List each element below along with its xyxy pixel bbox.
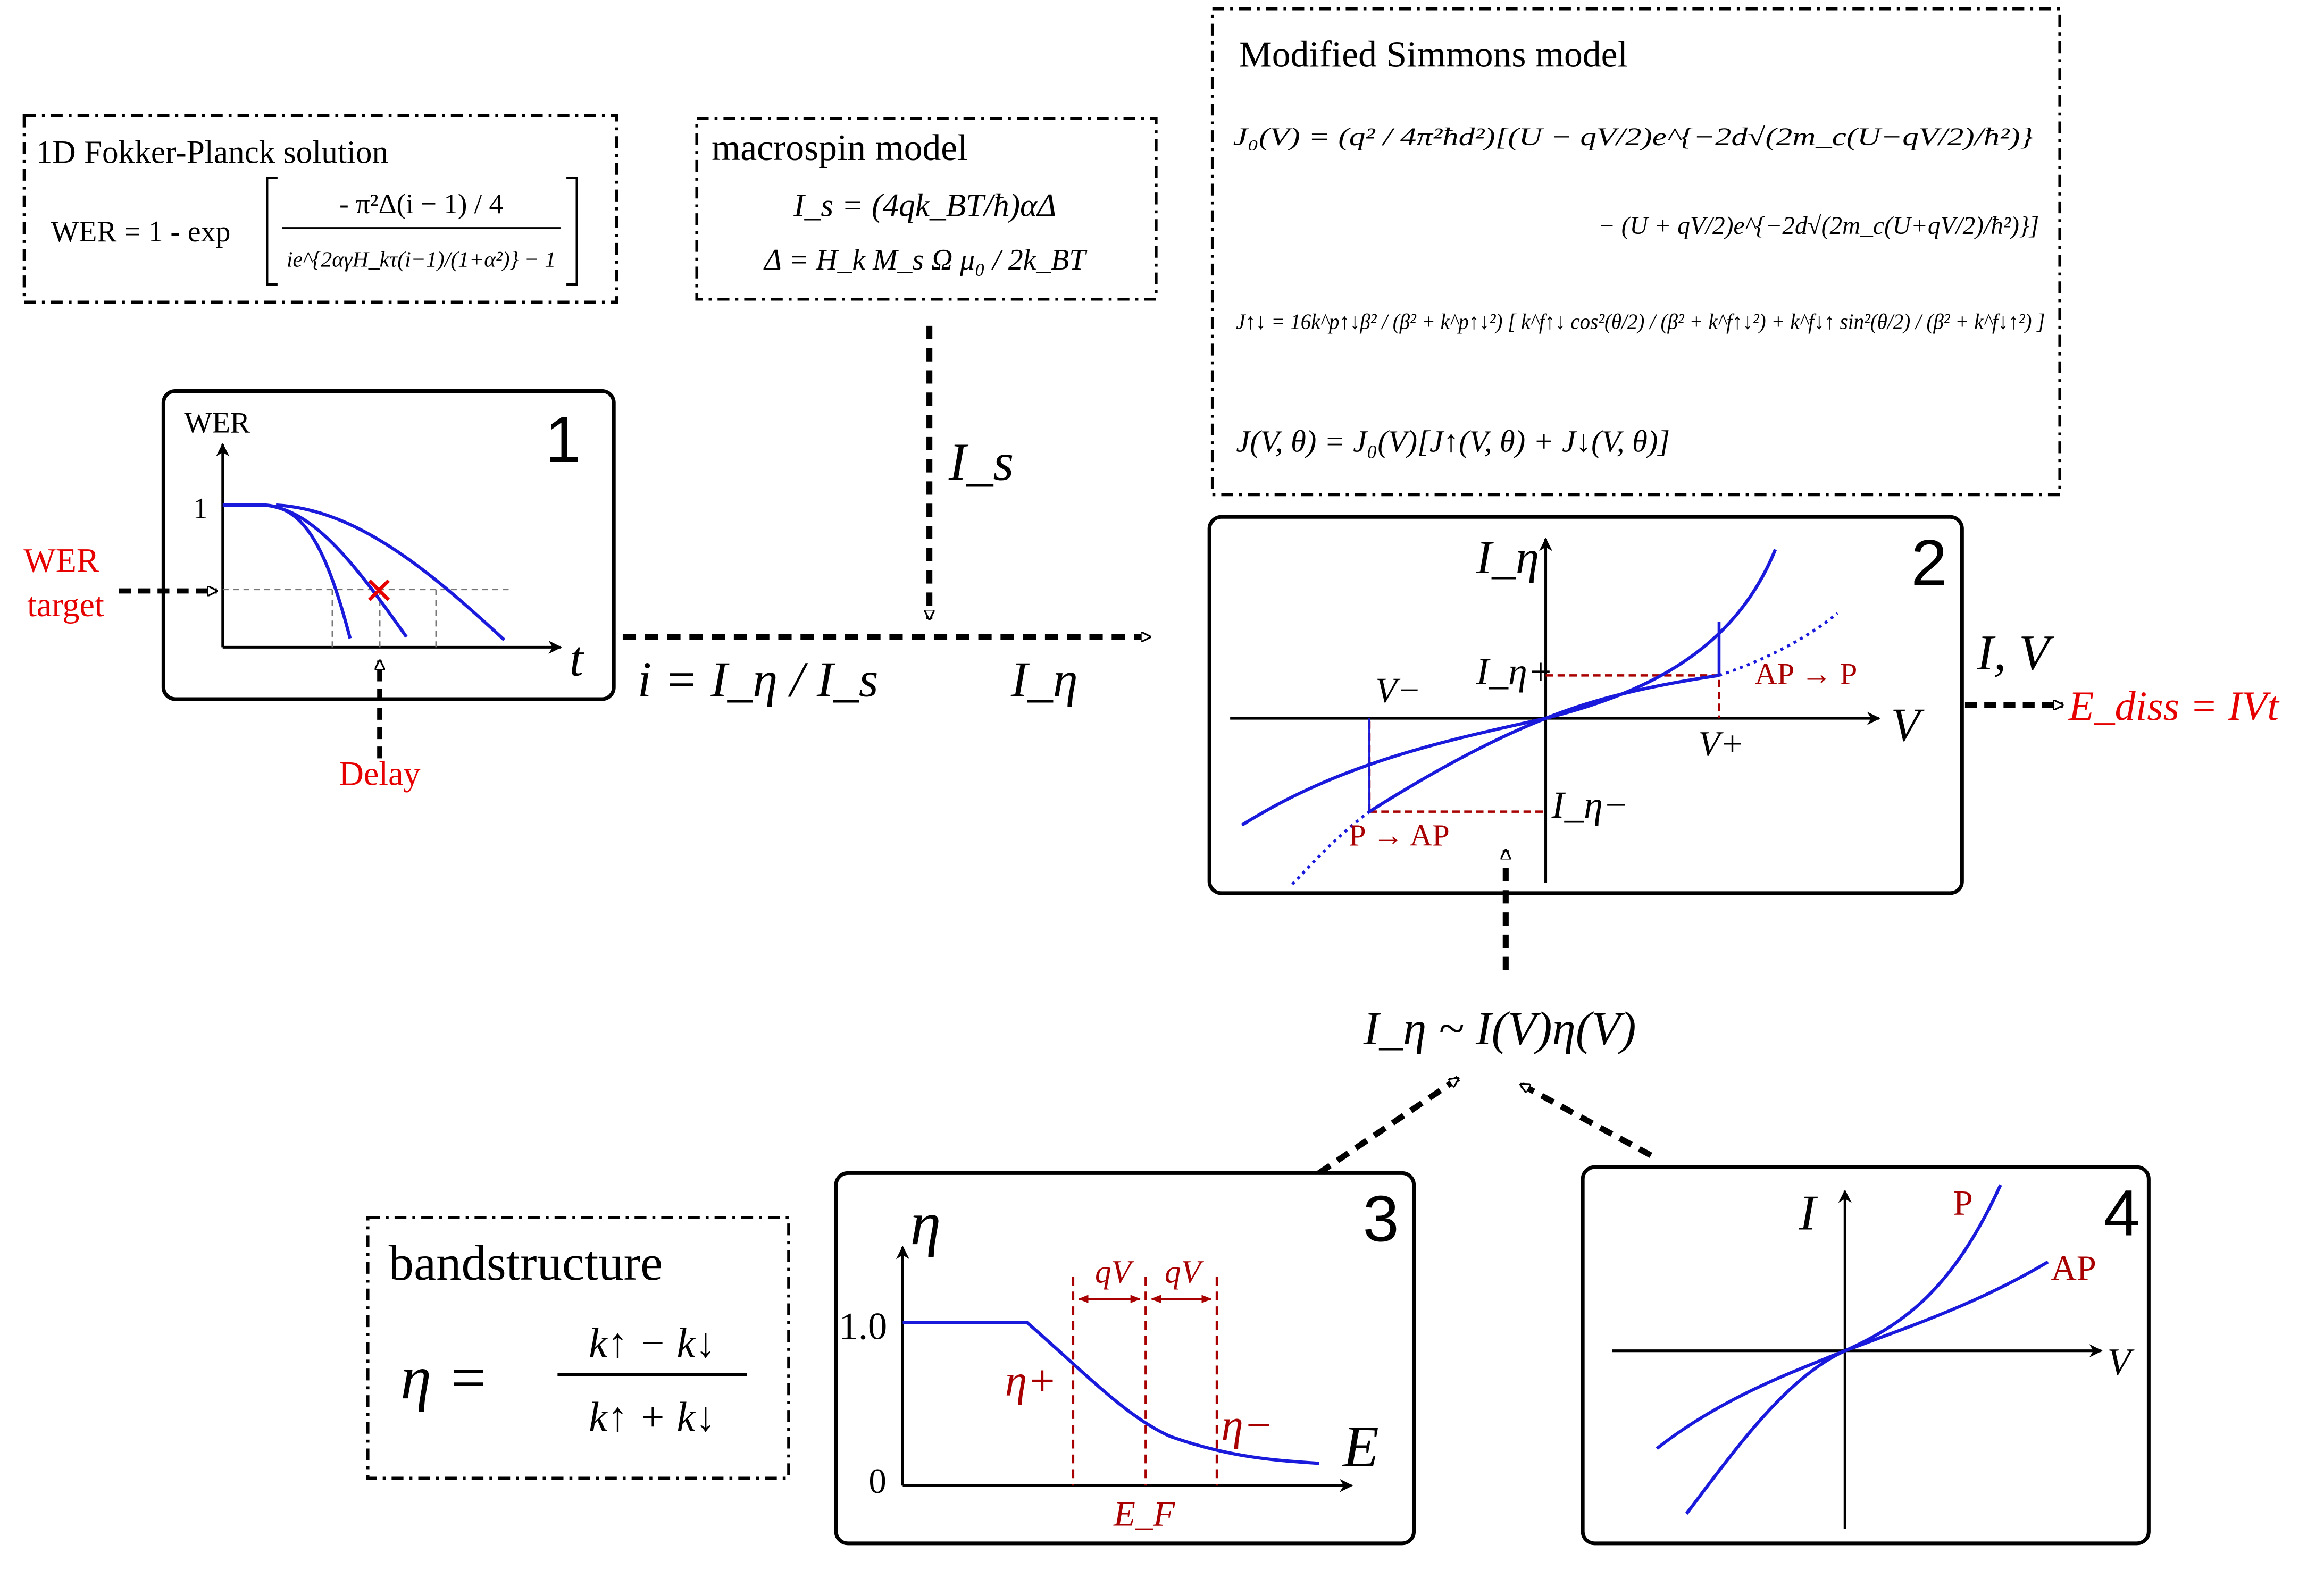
panel-3: 3 η E 1.0 0 qV qV η+ η− E_F — [834, 1171, 1416, 1546]
panel-1-x-label: t — [570, 631, 585, 686]
eta-minus-label: η− — [1221, 1401, 1273, 1450]
macrospin-delta-equation: Δ = H_k M_s Ω μ₀ / 2k_BT — [763, 244, 1088, 276]
macrospin-title: macrospin model — [712, 128, 967, 169]
i-eta-relation: I_η ~ I(V)η(V) — [1363, 1003, 1636, 1055]
wer-target-cross — [368, 579, 390, 601]
qv-label-2: qV — [1165, 1254, 1205, 1290]
i-ratio-label: i = I_η / I_s — [638, 652, 879, 707]
panel-3-number: 3 — [1363, 1182, 1399, 1255]
ap-to-p-label: AP → P — [1754, 657, 1857, 691]
bandstructure-denominator: k↑ + k↓ — [589, 1393, 716, 1440]
panel-3-tick-one: 1.0 — [839, 1304, 888, 1347]
fermi-energy-label: E_F — [1113, 1494, 1175, 1533]
is-label: I_s — [948, 433, 1014, 492]
polarization-curve — [902, 1321, 1319, 1465]
macrospin-is-equation: I_s = (4qk_BT/ħ)αΔ — [793, 188, 1056, 224]
delay-label: Delay — [339, 755, 421, 793]
p-to-ap-label: P → AP — [1349, 818, 1450, 853]
panel4-to-relation-arrow — [1520, 1081, 1652, 1158]
macrospin-box: macrospin model I_s = (4qk_BT/ħ)αΔ Δ = H… — [695, 117, 1158, 301]
i-eta-minus-label: I_η− — [1551, 783, 1629, 826]
qv-label-1: qV — [1095, 1254, 1135, 1290]
wer-numerator: - π²Δ(i − 1) / 4 — [339, 189, 503, 220]
panel-4-number: 4 — [2103, 1176, 2139, 1249]
panel-2-y-label: I_η — [1476, 532, 1539, 584]
panel-3-x-label: E — [1342, 1414, 1379, 1480]
bandstructure-box: bandstructure η = k↑ − k↓ k↑ + k↓ — [366, 1216, 790, 1480]
i-eta-label: I_η — [1010, 652, 1078, 707]
wer-target-label: WER target — [23, 541, 107, 624]
ap-curve-label: AP — [2051, 1248, 2096, 1288]
eta-plus-label: η+ — [1005, 1356, 1057, 1405]
panel-2-number: 2 — [1911, 526, 1947, 599]
panel3-to-relation-arrow — [1317, 1076, 1458, 1176]
v-minus-label: V− — [1375, 670, 1421, 710]
panel-4: 4 I V P AP — [1581, 1165, 2151, 1546]
ap-state-extension — [1291, 612, 1839, 886]
i-eta-plus-label: I_η+ — [1476, 650, 1553, 693]
fokker-planck-box: 1D Fokker-Planck solution WER = 1 - exp … — [22, 114, 618, 304]
panel-2: 2 I_η V I_η+ I_η− V− V+ AP → P P → AP — [1207, 515, 1964, 895]
panel-1: 1 WER t 1 — [161, 389, 616, 701]
panel-1-y-label: WER — [184, 406, 250, 439]
wer-curve-2 — [264, 503, 408, 638]
p-curve-label: P — [1953, 1183, 1973, 1222]
bandstructure-title: bandstructure — [389, 1236, 663, 1291]
simmons-jtotal-equation: J(V, θ) = J₀(V)[J↑(V, θ) + J↓(V, θ)] — [1236, 424, 1670, 459]
energy-dissipation-label: E_diss = IVt — [2068, 683, 2280, 729]
panel-3-tick-zero: 0 — [868, 1462, 886, 1501]
panel-1-tick-one: 1 — [193, 492, 208, 525]
wer-denominator: ie^{2αγH_kτ(i−1)/(1+α²)} − 1 — [287, 247, 556, 272]
panel-3-y-label: η — [910, 1189, 941, 1258]
wer-equation-lhs: WER = 1 - exp — [51, 215, 231, 248]
fokker-planck-title: 1D Fokker-Planck solution — [36, 134, 388, 170]
panel-2-x-label: V — [1891, 699, 1925, 751]
wer-curve-3 — [275, 503, 506, 641]
simmons-title: Modified Simmons model — [1239, 34, 1628, 75]
bandstructure-eta-lhs: η = — [400, 1344, 489, 1412]
bandstructure-numerator: k↑ − k↓ — [589, 1320, 716, 1366]
ap-state-curve — [1656, 1260, 2049, 1450]
simmons-j0-line2: − (U + qV/2)e^{−2d√(2m_c(U+qV/2)/ħ²)}] — [1598, 212, 2039, 240]
v-plus-label: V+ — [1698, 724, 1744, 763]
panel-4-y-label: I — [1799, 1185, 1818, 1240]
simmons-j0-line1: J₀(V) = (q² / 4π²ħd²)[(U − qV/2)e^{−2d√(… — [1233, 123, 2033, 151]
iv-label: I, V — [1976, 625, 2054, 681]
panel-4-x-label: V — [2107, 1340, 2135, 1383]
simmons-box: Modified Simmons model J₀(V) = (q² / 4π²… — [1210, 7, 2062, 497]
panel-1-number: 1 — [545, 403, 581, 476]
simmons-jud-equation: J↑↓ = 16k^p↑↓β² / (β² + k^p↑↓²) [ k^f↑↓ … — [1236, 309, 2045, 334]
ap-state-iv-curve — [1368, 674, 1719, 813]
